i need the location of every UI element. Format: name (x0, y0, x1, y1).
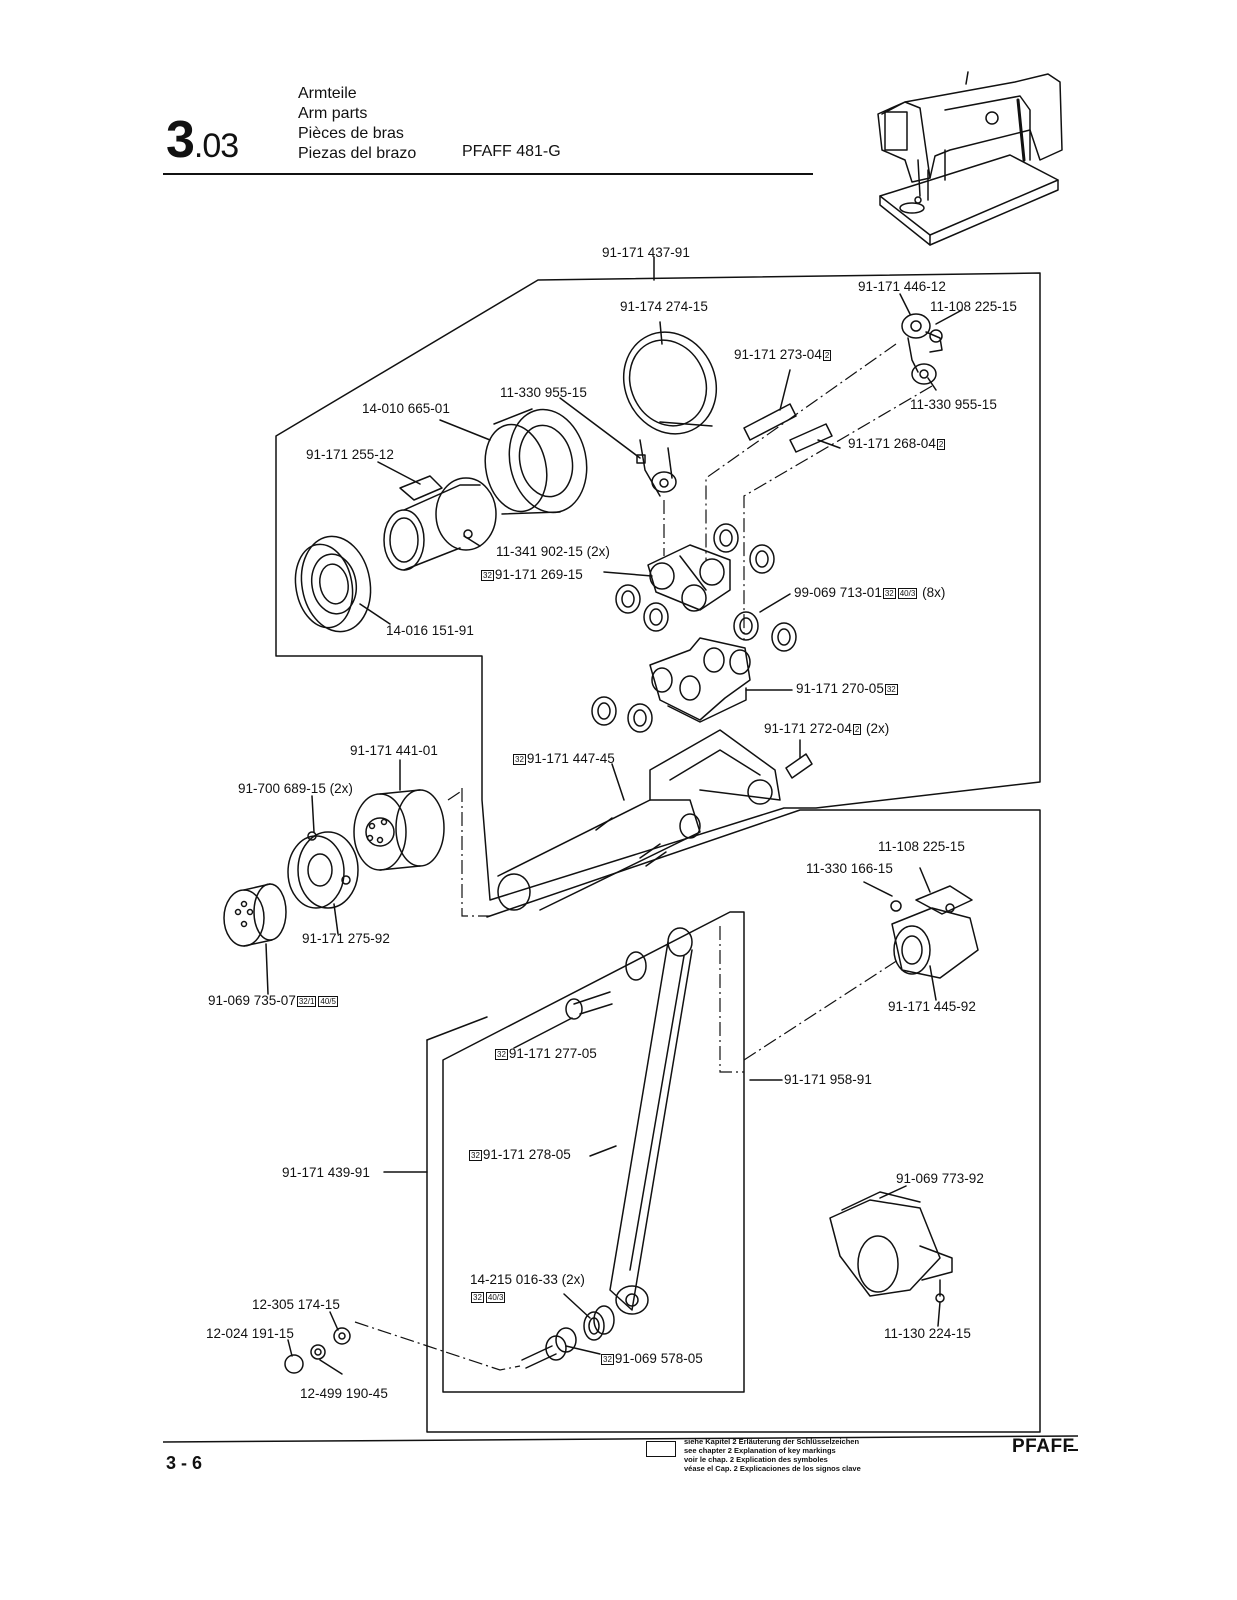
legend-line-de: siehe Kapitel 2 Erläuterung der Schlüsse… (684, 1437, 860, 1446)
header-rule (163, 173, 813, 175)
label-91-171-445-92: 91-171 445-92 (888, 999, 976, 1014)
assembly-outline-1 (275, 272, 1041, 901)
label-14-215-016-33: 14-215 016-33 (2x) (470, 1272, 585, 1287)
assembly-outline-3 (442, 911, 745, 1393)
label-11-130-224-15: 11-130 224-15 (884, 1326, 971, 1341)
label-91-171-275-92: 91-171 275-92 (302, 931, 390, 946)
label-91-171-437-91: 91-171 437-91 (602, 245, 690, 260)
label-91-174-274-15: 91-174 274-15 (620, 299, 708, 314)
legend-line-fr: voir le chap. 2 Explication des symboles (684, 1455, 828, 1464)
label-91-171-446-12: 91-171 446-12 (858, 279, 946, 294)
label-11-330-166-15: 11-330 166-15 (806, 861, 893, 876)
label-91-069-773-92: 91-069 773-92 (896, 1171, 984, 1186)
model-name: PFAFF 481-G (462, 143, 561, 160)
label-12-305-174-15: 12-305 174-15 (252, 1297, 340, 1312)
legend-key-box (646, 1441, 676, 1457)
legend-text: siehe Kapitel 2 Erläuterung der Schlüsse… (684, 1437, 861, 1473)
label-91-171-958-91: 91-171 958-91 (784, 1072, 872, 1087)
label-12-499-190-45: 12-499 190-45 (300, 1386, 388, 1401)
title-fr: Pièces de bras (298, 125, 404, 142)
label-14-010-665-01: 14-010 665-01 (362, 401, 450, 416)
label-11-341-902-15: 11-341 902-15 (2x) (496, 544, 610, 559)
page-number: 3 - 6 (166, 1453, 203, 1473)
label-11-108-225-15-mid: 11-108 225-15 (878, 839, 965, 854)
label-91-171-441-01: 91-171 441-01 (350, 743, 438, 758)
legend-line-en: see chapter 2 Explanation of key marking… (684, 1446, 836, 1455)
label-91-171-439-91: 91-171 439-91 (282, 1165, 370, 1180)
label-12-024-191-15: 12-024 191-15 (206, 1326, 294, 1341)
section-minor: .03 (193, 127, 239, 165)
section-major: 3 (166, 111, 195, 169)
brand-logo: PFAFF (1012, 1436, 1075, 1457)
label-91-700-689-15: 91-700 689-15 (2x) (238, 781, 353, 796)
assembly-outline-2 (426, 809, 1041, 1433)
section-number: 3.03 (166, 111, 239, 169)
label-11-330-955-15-left: 11-330 955-15 (500, 385, 587, 400)
label-91-171-255-12: 91-171 255-12 (306, 447, 394, 462)
title-en: Arm parts (298, 105, 368, 122)
sewing-machine-thumbnail (877, 71, 1063, 246)
legend-line-es: véase el Cap. 2 Explicaciones de los sig… (684, 1464, 861, 1473)
title-de: Armteile (298, 85, 357, 102)
label-11-108-225-15-top: 11-108 225-15 (930, 299, 1017, 314)
label-11-330-955-15-right: 11-330 955-15 (910, 397, 997, 412)
title-es: Piezas del brazo (298, 145, 417, 162)
label-14-016-151-91: 14-016 151-91 (386, 623, 474, 638)
